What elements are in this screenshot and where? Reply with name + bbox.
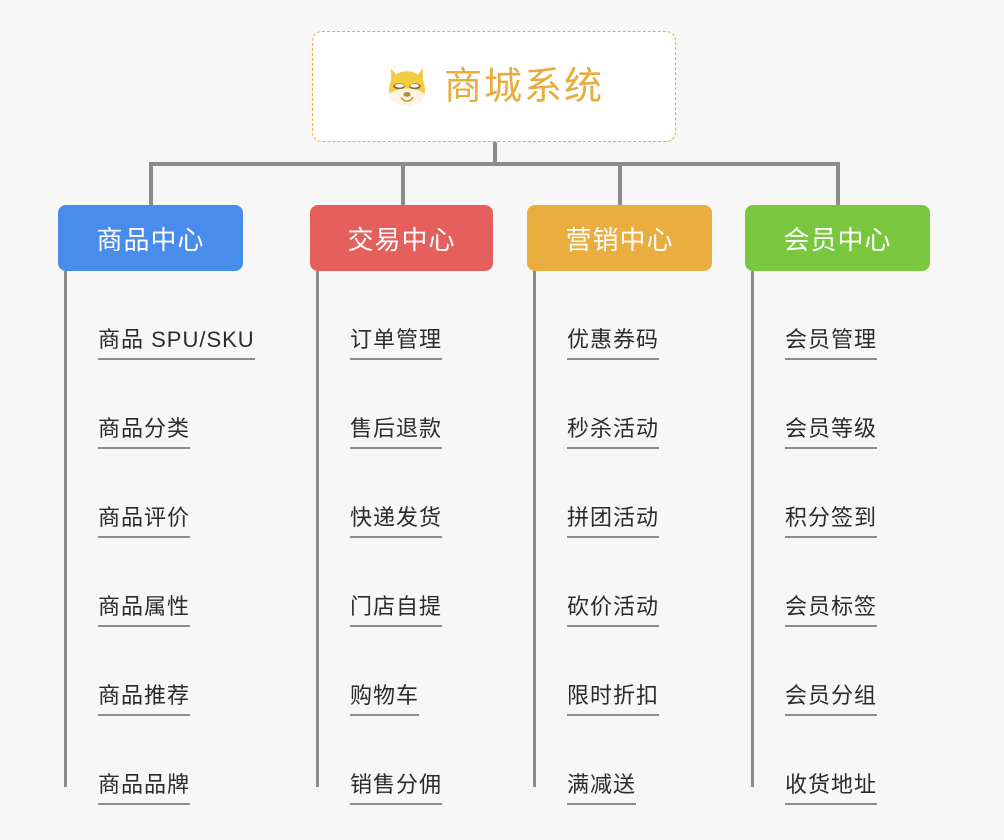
- branch-header-3[interactable]: 营销中心: [527, 205, 712, 271]
- leaf-item[interactable]: 售后退款: [310, 360, 493, 449]
- leaf-label: 收货地址: [785, 772, 878, 805]
- leaf-label: 满减送: [567, 772, 637, 805]
- leaf-label: 售后退款: [350, 416, 443, 449]
- leaf-label: 会员管理: [785, 327, 878, 360]
- leaf-item[interactable]: 商品属性: [58, 538, 243, 627]
- leaf-item[interactable]: 优惠券码: [527, 271, 712, 360]
- branch-column: 营销中心优惠券码秒杀活动拼团活动砍价活动限时折扣满减送: [527, 205, 712, 805]
- leaf-item[interactable]: 商品分类: [58, 360, 243, 449]
- leaf-item[interactable]: 积分签到: [745, 449, 930, 538]
- leaf-label: 门店自提: [350, 594, 443, 627]
- leaf-item[interactable]: 砍价活动: [527, 538, 712, 627]
- leaf-list: 商品 SPU/SKU 商品分类商品评价商品属性商品推荐商品品牌: [58, 271, 255, 805]
- leaf-item[interactable]: 商品 SPU/SKU: [58, 271, 255, 360]
- leaf-item[interactable]: 会员管理: [745, 271, 930, 360]
- leaf-list: 会员管理会员等级积分签到会员标签会员分组收货地址: [745, 271, 930, 805]
- leaf-list: 订单管理售后退款快递发货门店自提购物车销售分佣: [310, 271, 493, 805]
- leaf-label: 限时折扣: [567, 683, 660, 716]
- root-node[interactable]: 商城系统: [312, 31, 676, 142]
- leaf-label: 会员标签: [785, 594, 878, 627]
- branch-column: 商品中心商品 SPU/SKU 商品分类商品评价商品属性商品推荐商品品牌: [58, 205, 255, 805]
- branch-spine: [751, 271, 754, 787]
- leaf-item[interactable]: 销售分佣: [310, 716, 493, 805]
- branch-spine: [64, 271, 67, 787]
- leaf-item[interactable]: 购物车: [310, 627, 493, 716]
- leaf-label: 拼团活动: [567, 505, 660, 538]
- leaf-label: 商品推荐: [98, 683, 191, 716]
- connector-drop-4: [836, 162, 840, 205]
- leaf-label: 购物车: [350, 683, 420, 716]
- leaf-item[interactable]: 秒杀活动: [527, 360, 712, 449]
- leaf-label: 秒杀活动: [567, 416, 660, 449]
- branch-header-1[interactable]: 商品中心: [58, 205, 243, 271]
- branch-header-2[interactable]: 交易中心: [310, 205, 493, 271]
- leaf-label: 商品品牌: [98, 772, 191, 805]
- leaf-label: 优惠券码: [567, 327, 660, 360]
- leaf-item[interactable]: 会员标签: [745, 538, 930, 627]
- branch-spine: [316, 271, 319, 787]
- leaf-label: 销售分佣: [350, 772, 443, 805]
- leaf-list: 优惠券码秒杀活动拼团活动砍价活动限时折扣满减送: [527, 271, 712, 805]
- branch-column: 交易中心订单管理售后退款快递发货门店自提购物车销售分佣: [310, 205, 493, 805]
- leaf-item[interactable]: 限时折扣: [527, 627, 712, 716]
- leaf-label: 订单管理: [350, 327, 443, 360]
- leaf-item[interactable]: 商品品牌: [58, 716, 243, 805]
- connector-drop-3: [618, 162, 622, 205]
- leaf-item[interactable]: 收货地址: [745, 716, 930, 805]
- branch-spine: [533, 271, 536, 787]
- leaf-label: 砍价活动: [567, 594, 660, 627]
- leaf-label: 商品属性: [98, 594, 191, 627]
- branch-header-4[interactable]: 会员中心: [745, 205, 930, 271]
- leaf-label: 快递发货: [350, 505, 443, 538]
- leaf-item[interactable]: 拼团活动: [527, 449, 712, 538]
- leaf-item[interactable]: 订单管理: [310, 271, 493, 360]
- leaf-label: 会员分组: [785, 683, 878, 716]
- leaf-item[interactable]: 商品评价: [58, 449, 243, 538]
- leaf-item[interactable]: 会员分组: [745, 627, 930, 716]
- leaf-item[interactable]: 门店自提: [310, 538, 493, 627]
- leaf-item[interactable]: 商品推荐: [58, 627, 243, 716]
- leaf-label: 商品分类: [98, 416, 191, 449]
- leaf-label: 会员等级: [785, 416, 878, 449]
- connector-horizontal-bus: [149, 162, 840, 166]
- leaf-label: 商品评价: [98, 505, 191, 538]
- branch-column: 会员中心会员管理会员等级积分签到会员标签会员分组收货地址: [745, 205, 930, 805]
- leaf-item[interactable]: 快递发货: [310, 449, 493, 538]
- connector-root-stem: [493, 142, 497, 165]
- connector-drop-1: [149, 162, 153, 205]
- connector-drop-2: [401, 162, 405, 205]
- leaf-item[interactable]: 满减送: [527, 716, 712, 805]
- root-title: 商城系统: [443, 65, 604, 108]
- shiba-dog-face-icon: [389, 67, 425, 106]
- leaf-label: 商品 SPU/SKU: [98, 327, 255, 360]
- leaf-label: 积分签到: [785, 505, 878, 538]
- leaf-item[interactable]: 会员等级: [745, 360, 930, 449]
